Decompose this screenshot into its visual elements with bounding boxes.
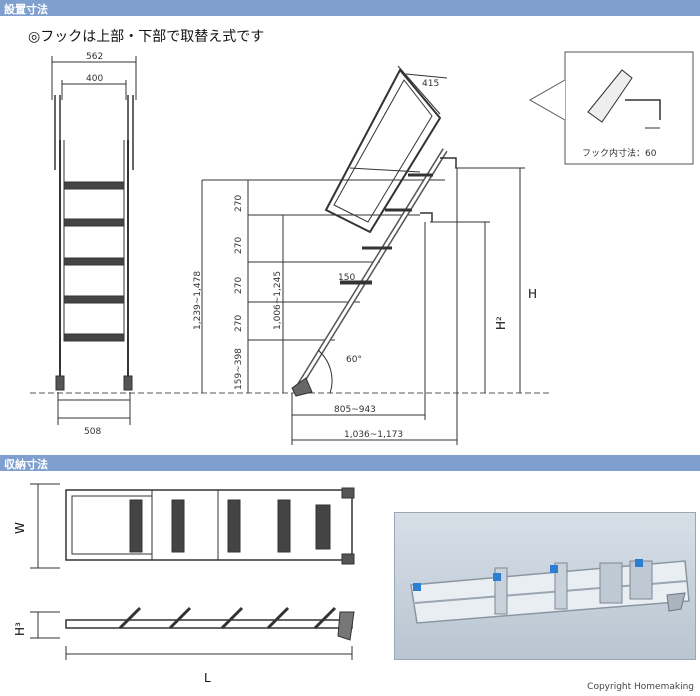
front-width-base: 508 (84, 427, 101, 437)
dim-H: H (528, 287, 537, 301)
hook-callout-box (528, 51, 694, 165)
front-width-outer: 562 (86, 52, 103, 62)
install-section-header: 設置寸法 (0, 0, 700, 16)
angle-label: 60° (346, 355, 362, 365)
storage-photo (394, 512, 696, 660)
storage-section-header: 収納寸法 (0, 455, 700, 471)
hook-note: ◎フックは上部・下部で取替え式です (28, 29, 265, 45)
hook-callout-label: フック内寸法：60 (582, 147, 657, 159)
step-spacing-2: 270 (234, 237, 244, 254)
step-spacing-4: 270 (234, 315, 244, 332)
storage-section-title: 収納寸法 (4, 458, 48, 471)
step-depth: 150 (338, 273, 355, 283)
height-range-2: 1,006~1,245 (273, 271, 283, 330)
side-view-ladder (201, 65, 525, 445)
storage-photo-ladder (410, 559, 690, 624)
storage-H3: H³ (13, 622, 27, 636)
storage-top-view (30, 483, 355, 569)
copyright: Copyright Homemaking (587, 682, 694, 692)
storage-L: L (204, 671, 211, 685)
bottom-range: 159~398 (234, 348, 244, 390)
storage-W: W (13, 522, 27, 534)
base-range-1: 805~943 (334, 405, 376, 415)
front-view-ladder (51, 56, 137, 425)
base-range-2: 1,036~1,173 (344, 430, 403, 440)
height-range-1: 1,239~1,478 (193, 271, 203, 330)
storage-side-view (30, 606, 355, 660)
front-width-inner: 400 (86, 74, 103, 84)
install-section-title: 設置寸法 (4, 3, 48, 16)
step-spacing-3: 270 (234, 277, 244, 294)
side-top-width: 415 (422, 79, 439, 89)
dim-H2: H² (494, 316, 508, 330)
step-spacing-1: 270 (234, 195, 244, 212)
